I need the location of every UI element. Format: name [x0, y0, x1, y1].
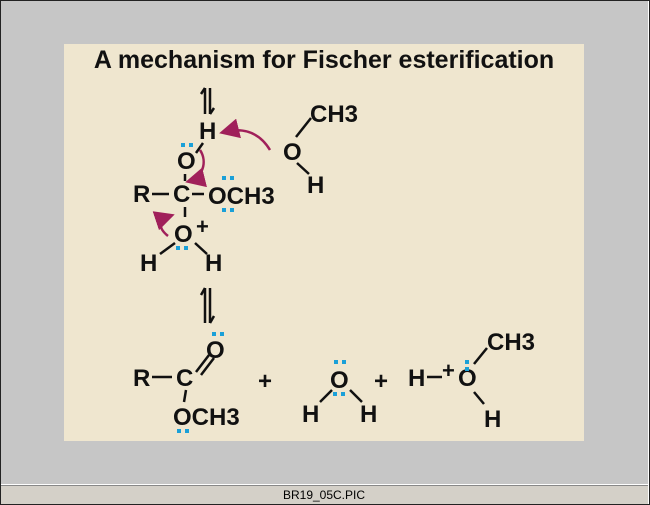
- plus-sign-1: +: [258, 368, 272, 395]
- atom-h-left: H: [140, 250, 157, 277]
- group-oxonium-ch3: CH3: [487, 329, 535, 356]
- bond-o-h-right: [194, 242, 208, 255]
- status-bar: BR19_05C.PIC: [0, 485, 648, 504]
- charge-oxonium-plus: +: [442, 358, 455, 383]
- plus-sign-2: +: [374, 368, 388, 395]
- atom-h-top: H: [199, 118, 216, 145]
- group-ch3: CH3: [310, 101, 358, 128]
- lone-pairs-top: [176, 143, 234, 250]
- atom-c: C: [173, 181, 190, 208]
- atom-oxonium-h-bottom: H: [484, 406, 501, 433]
- status-filename: BR19_05C.PIC: [282, 488, 366, 502]
- bond-water-o-h-right: [349, 389, 363, 403]
- atom-h-right: H: [205, 250, 222, 277]
- bond-c-o-double-b: [200, 357, 215, 376]
- atom-r: R: [133, 181, 150, 208]
- atom-water-o: O: [330, 367, 349, 394]
- bond-h-o-top: [194, 142, 205, 154]
- page-title: A mechanism for Fischer esterification: [93, 46, 555, 74]
- charge-plus: +: [196, 214, 209, 239]
- group-och3: OCH3: [208, 183, 275, 210]
- atom-ester-r: R: [133, 365, 150, 392]
- atom-ester-c: C: [176, 365, 193, 392]
- bond-water-o-h-left: [319, 389, 333, 403]
- methanol-molecule: CH3 O H: [283, 101, 358, 199]
- slide-panel: [64, 44, 584, 441]
- electron-arrows: [152, 118, 272, 237]
- arrow-o-to-c: [152, 211, 175, 237]
- atom-water-h-right: H: [360, 401, 377, 428]
- bond-ch3-o: [295, 117, 312, 138]
- water-molecule: O H H: [302, 367, 377, 428]
- equilibrium-arrow-middle: [199, 287, 216, 324]
- bond-oxonium-o-h: [473, 391, 485, 405]
- bond-o-h-left: [159, 241, 176, 256]
- mechanism-diagram: H O R C OCH3 O + H H CH3 O H: [133, 87, 535, 433]
- lone-pairs-bottom: [177, 332, 469, 433]
- atom-h-methanol: H: [307, 172, 324, 199]
- atom-water-h-left: H: [302, 401, 319, 428]
- bond-o-h-methanol: [296, 162, 310, 175]
- atom-ester-o: O: [206, 337, 225, 364]
- atom-oxonium-o: O: [458, 365, 477, 392]
- oxonium-ion: H + O CH3 H: [408, 329, 535, 433]
- arrow-methanol-to-h: [219, 118, 272, 151]
- ester-product: O R C OCH3: [133, 337, 240, 431]
- atom-oxonium-h: H: [408, 365, 425, 392]
- group-ester-och3: OCH3: [173, 404, 240, 431]
- atom-o-bottom: O: [174, 221, 193, 248]
- atom-o-methanol: O: [283, 139, 302, 166]
- equilibrium-arrow-top: [199, 87, 216, 115]
- bond-c-o-double-a: [195, 354, 210, 373]
- bond-ester-c-och3: [182, 389, 188, 403]
- tetrahedral-intermediate: H O R C OCH3 O + H H: [133, 118, 275, 277]
- bond-oxonium-o-ch3: [473, 347, 488, 365]
- arrow-oh-bond-to-o: [185, 149, 207, 188]
